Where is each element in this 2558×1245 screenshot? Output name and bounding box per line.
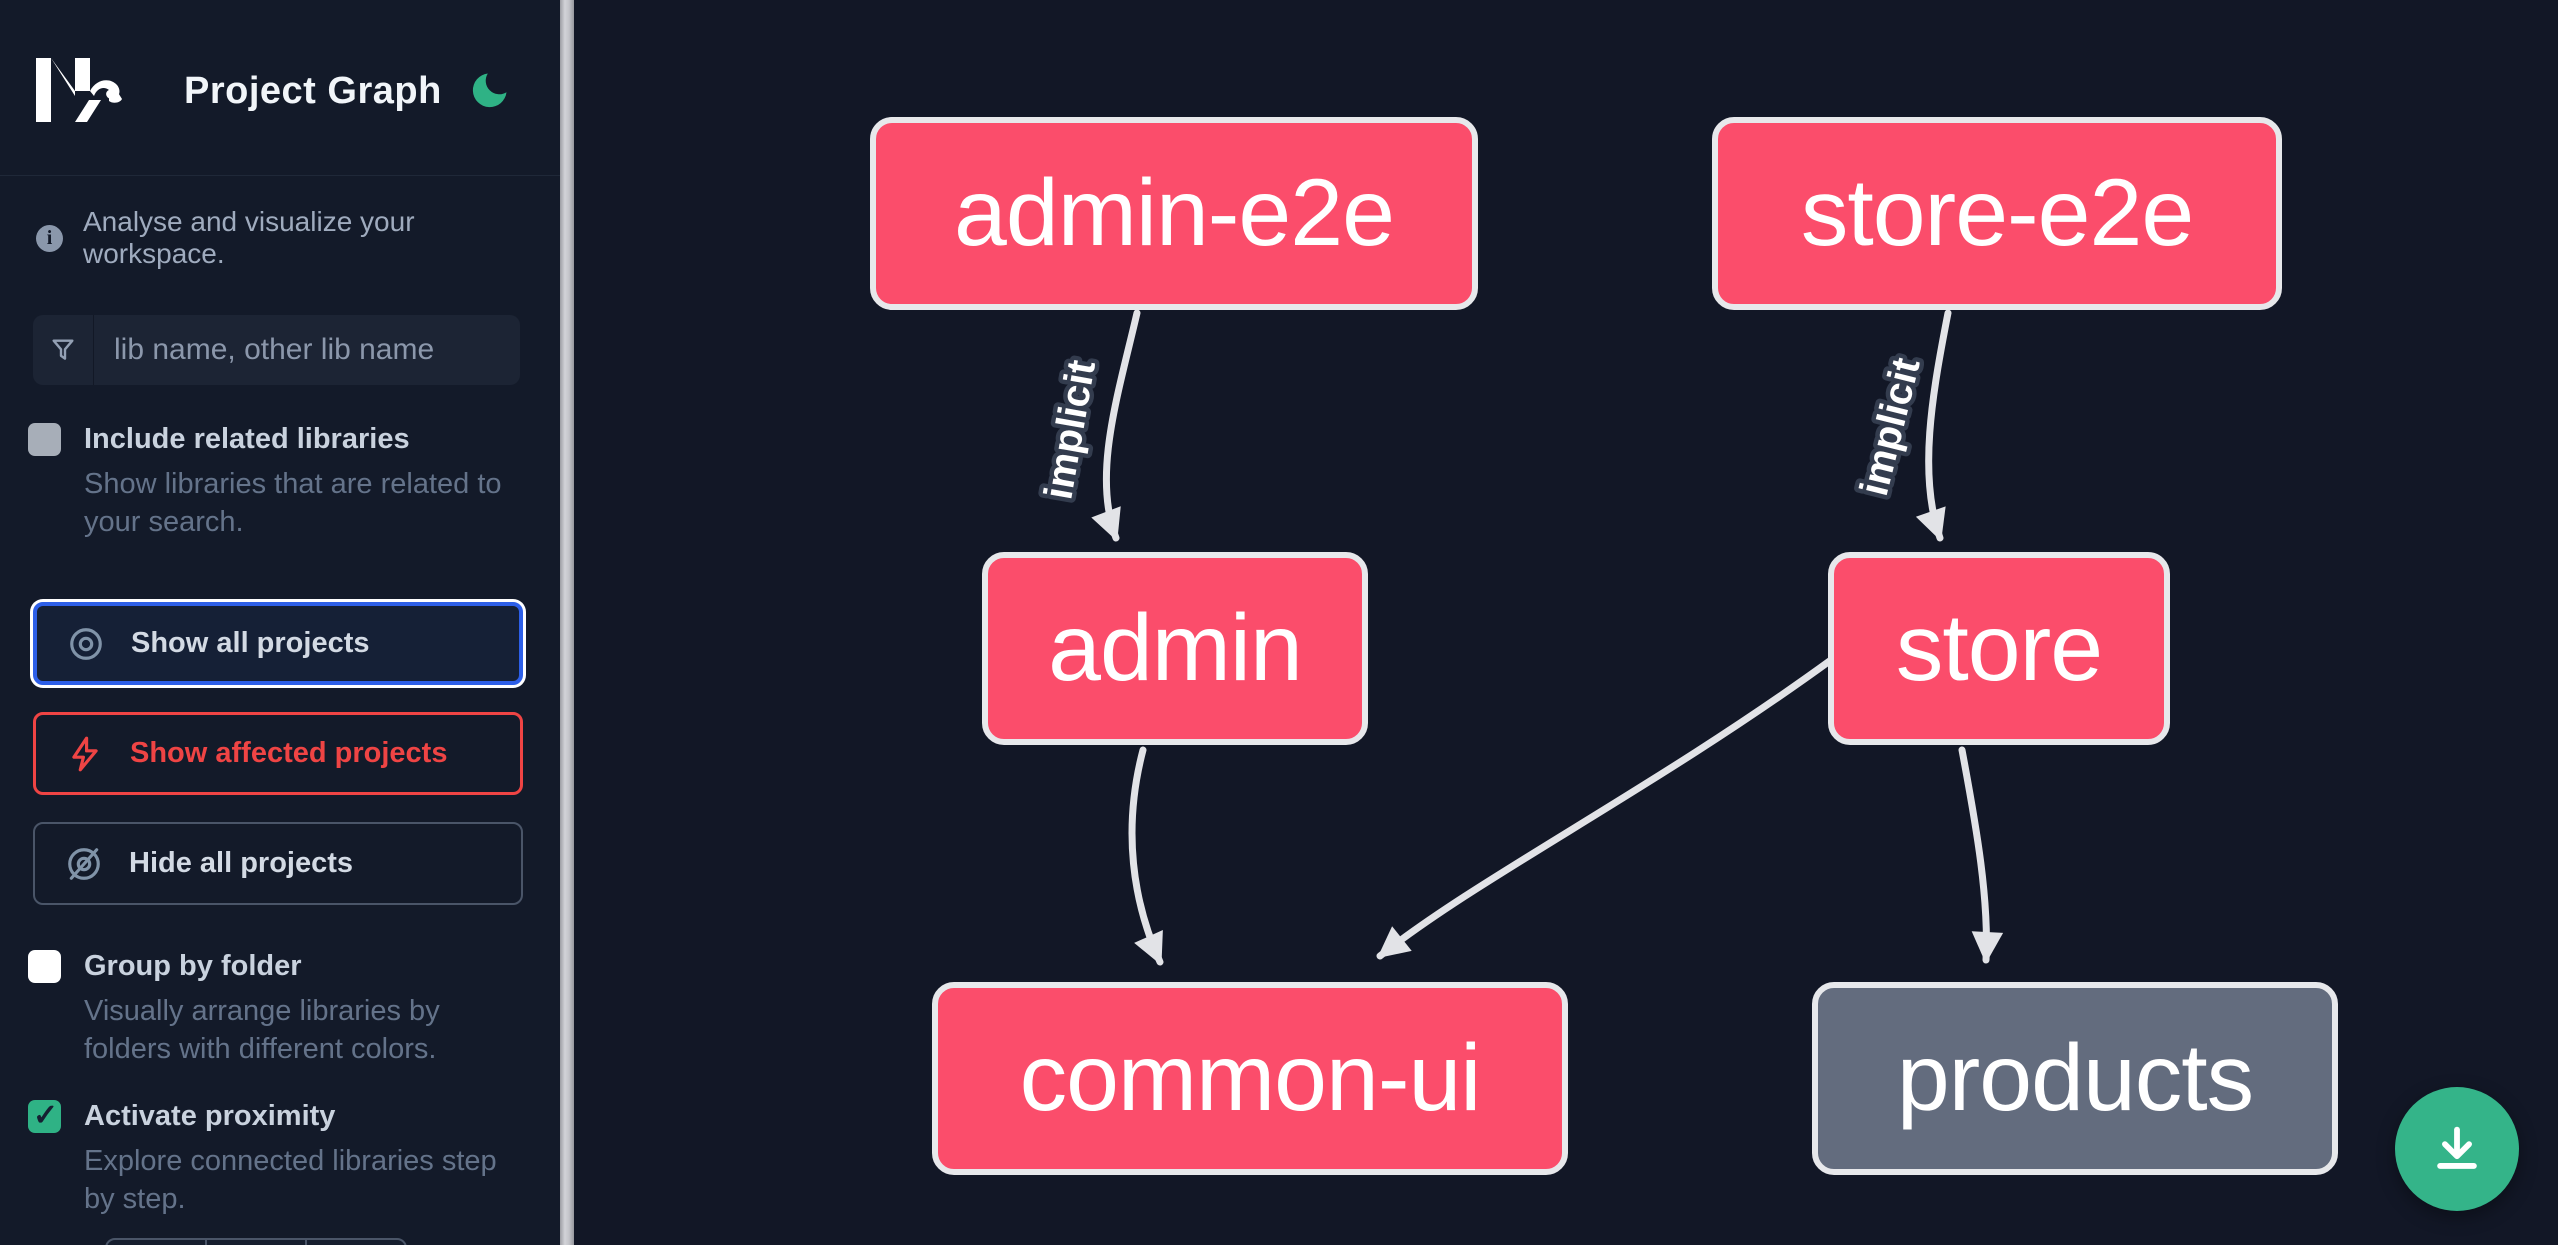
- hide-all-projects-button[interactable]: Hide all projects: [33, 822, 523, 905]
- graph-node-admin[interactable]: admin: [982, 552, 1368, 745]
- proximity-depth-stepper[interactable]: [105, 1238, 407, 1245]
- button-label: Hide all projects: [129, 847, 354, 879]
- tagline-text: Analyse and visualize your workspace.: [83, 206, 415, 269]
- app-title: Project Graph: [184, 70, 442, 112]
- toggle-label: Include related libraries: [84, 423, 410, 455]
- toggle-description: Show libraries that are related to your …: [84, 468, 502, 538]
- toggle-description: Visually arrange libraries by folders wi…: [84, 995, 440, 1065]
- tagline-row: i Analyse and visualize your workspace.: [36, 206, 536, 270]
- graph-node-common-ui[interactable]: common-ui: [932, 982, 1568, 1175]
- graph-node-store[interactable]: store: [1828, 552, 2170, 745]
- sidebar: Project Graph i Analyse and visualize yo…: [0, 0, 560, 1245]
- theme-toggle-button[interactable]: [468, 68, 512, 112]
- stepper-decrement[interactable]: [107, 1240, 205, 1245]
- toggle-label: Group by folder: [84, 950, 302, 982]
- toggle-description: Explore connected libraries step by step…: [84, 1145, 497, 1215]
- download-icon: [2428, 1120, 2486, 1178]
- filter-funnel-icon: [33, 315, 94, 385]
- group-by-folder-checkbox[interactable]: [28, 950, 61, 983]
- nx-logo: [30, 52, 130, 128]
- sidebar-header: Project Graph: [0, 0, 560, 176]
- moon-icon: [468, 68, 512, 112]
- info-icon: i: [36, 224, 63, 252]
- search-box: [33, 315, 520, 385]
- download-graph-button[interactable]: [2395, 1087, 2519, 1211]
- graph-node-store-e2e[interactable]: store-e2e: [1712, 117, 2282, 310]
- show-all-projects-button[interactable]: Show all projects: [33, 602, 523, 685]
- toggle-activate-proximity: Activate proximity Explore connected lib…: [28, 1098, 528, 1220]
- activate-proximity-checkbox[interactable]: [28, 1098, 61, 1133]
- sidebar-scrollbar[interactable]: [560, 0, 574, 1245]
- include-related-libraries-checkbox[interactable]: [28, 423, 61, 456]
- search-input[interactable]: [94, 315, 520, 385]
- eye-icon: [67, 625, 105, 663]
- button-label: Show all projects: [131, 627, 370, 659]
- graph-node-admin-e2e[interactable]: admin-e2e: [870, 117, 1478, 310]
- lightning-icon: [66, 735, 104, 773]
- toggle-include-related-libraries: Include related libraries Show libraries…: [28, 423, 528, 543]
- graph-node-products[interactable]: products: [1812, 982, 2338, 1175]
- eye-off-icon: [65, 845, 103, 883]
- toggle-label: Activate proximity: [84, 1100, 336, 1132]
- stepper-increment[interactable]: [305, 1240, 405, 1245]
- button-label: Show affected projects: [130, 737, 448, 769]
- toggle-group-by-folder: Group by folder Visually arrange librari…: [28, 950, 528, 1070]
- show-affected-projects-button[interactable]: Show affected projects: [33, 712, 523, 795]
- stepper-value: [205, 1240, 305, 1245]
